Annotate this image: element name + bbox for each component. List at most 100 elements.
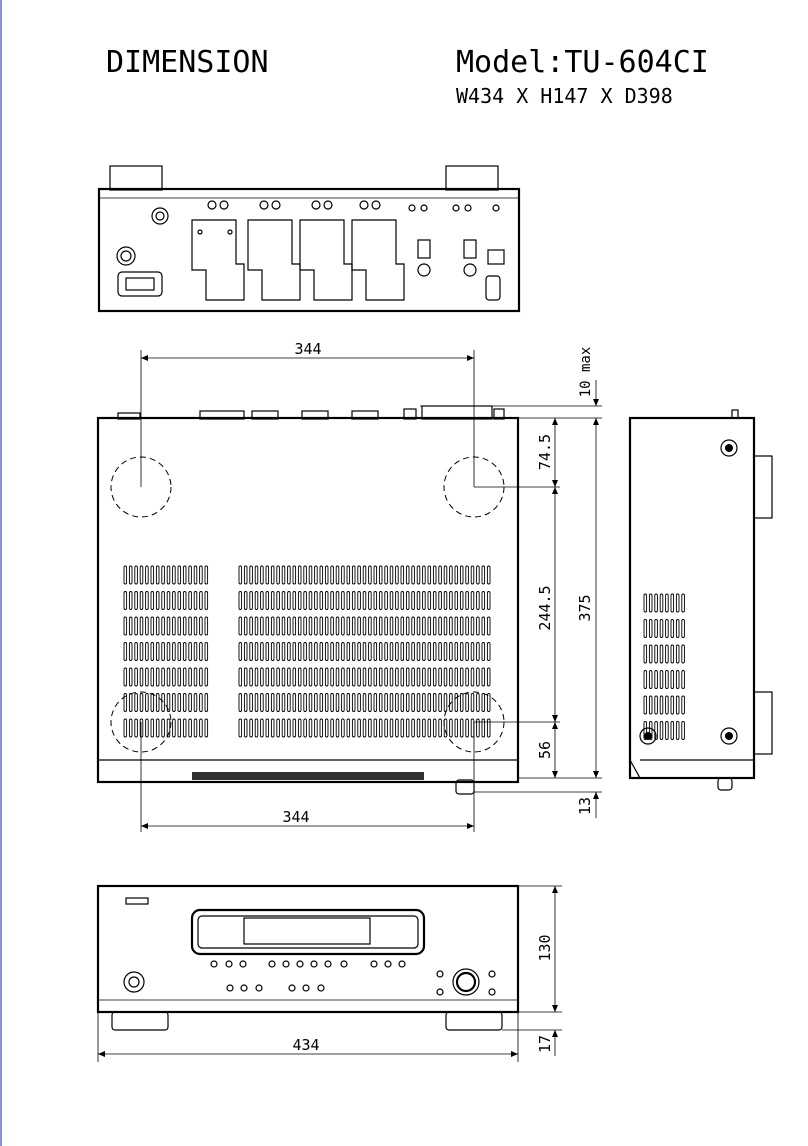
vent-slot	[341, 616, 345, 636]
vent-slot	[481, 718, 486, 738]
top-view-outline	[96, 416, 520, 784]
vent-slot	[287, 718, 291, 738]
vent-slot	[486, 591, 491, 610]
vent-grille-right	[238, 565, 491, 738]
vent-slot	[470, 693, 475, 712]
vent-slot	[681, 644, 685, 664]
vent-slot	[368, 693, 372, 712]
vent-slot	[389, 642, 394, 661]
vent-slot	[161, 616, 165, 636]
vent-slot	[166, 693, 171, 712]
vent-slot	[389, 718, 394, 738]
front-panel-button	[288, 984, 296, 992]
vent-slot	[470, 616, 475, 636]
vent-slot	[297, 718, 302, 738]
vent-slot	[254, 642, 259, 661]
vent-slot	[459, 667, 464, 687]
vent-slot	[459, 642, 464, 661]
vent-slot	[395, 642, 399, 661]
vent-slot	[481, 591, 486, 610]
vent-slot	[400, 667, 405, 687]
vent-slot	[465, 667, 469, 687]
vent-slot	[254, 667, 259, 687]
vent-slot	[362, 565, 367, 585]
rear-jack-b	[463, 239, 477, 259]
vent-slot	[422, 667, 426, 687]
tuner-module-4	[351, 200, 405, 301]
vent-slot	[443, 616, 448, 636]
vent-slot	[411, 565, 415, 585]
brand-badge	[125, 897, 149, 905]
front-buttons	[210, 960, 496, 996]
front-panel-button	[317, 984, 325, 992]
vent-slot	[405, 642, 410, 661]
vent-slot	[161, 667, 165, 687]
dim-protrusion: 10 max	[578, 347, 594, 398]
vent-slot	[330, 642, 334, 661]
vent-slot	[139, 642, 144, 661]
vent-slot	[139, 565, 144, 585]
vent-slot	[270, 591, 275, 610]
vent-slot	[254, 616, 259, 636]
display-screen	[243, 917, 371, 945]
vent-slot	[330, 616, 334, 636]
vent-slot	[188, 616, 192, 636]
vent-slot	[128, 667, 133, 687]
vent-slot	[384, 616, 388, 636]
vent-slot	[665, 695, 669, 715]
front-panel-button	[226, 984, 234, 992]
vent-slot	[486, 693, 491, 712]
vent-slot	[395, 591, 399, 610]
vent-slot	[432, 616, 437, 636]
vent-slot	[443, 565, 448, 585]
vent-slot	[648, 619, 653, 638]
vent-slot	[260, 616, 264, 636]
vent-slot	[443, 718, 448, 738]
vent-slot	[276, 667, 280, 687]
vent-slot	[166, 718, 171, 738]
vent-slot	[346, 565, 351, 585]
vent-slot	[427, 616, 432, 636]
vent-slot	[378, 667, 383, 687]
vent-slot	[427, 667, 432, 687]
front-panel-button	[302, 984, 310, 992]
vent-slot	[362, 642, 367, 661]
vent-slot	[351, 693, 356, 712]
vent-slot	[665, 593, 669, 613]
vent-slot	[123, 642, 128, 661]
vent-slot	[438, 616, 442, 636]
vent-slot	[351, 591, 356, 610]
vent-slot	[665, 721, 669, 740]
vent-slot	[150, 616, 155, 636]
front-panel-button	[210, 960, 218, 968]
vent-slot	[465, 718, 469, 738]
vent-slot	[177, 667, 182, 687]
vent-slot	[670, 670, 675, 689]
vent-slot	[134, 616, 138, 636]
vent-slot	[395, 565, 399, 585]
vent-slot	[260, 667, 264, 687]
vent-slot	[308, 718, 313, 738]
vent-slot	[249, 718, 253, 738]
vent-slot	[260, 565, 264, 585]
vent-slot	[134, 565, 138, 585]
side-view	[628, 409, 773, 791]
vent-slot	[346, 693, 351, 712]
power-button	[123, 971, 145, 993]
vent-slot	[465, 565, 469, 585]
vent-slot	[373, 693, 378, 712]
vent-slot	[155, 616, 160, 636]
vent-slot	[459, 565, 464, 585]
vent-slot	[335, 642, 340, 661]
vent-slot	[254, 591, 259, 610]
vent-slot	[166, 642, 171, 661]
vent-slot	[324, 667, 329, 687]
vent-slot	[249, 667, 253, 687]
vent-slot	[405, 565, 410, 585]
vent-slot	[454, 718, 459, 738]
vent-slot	[330, 565, 334, 585]
vent-slot	[281, 591, 286, 610]
vent-slot	[373, 565, 378, 585]
dim-top-width: 344	[294, 340, 321, 358]
